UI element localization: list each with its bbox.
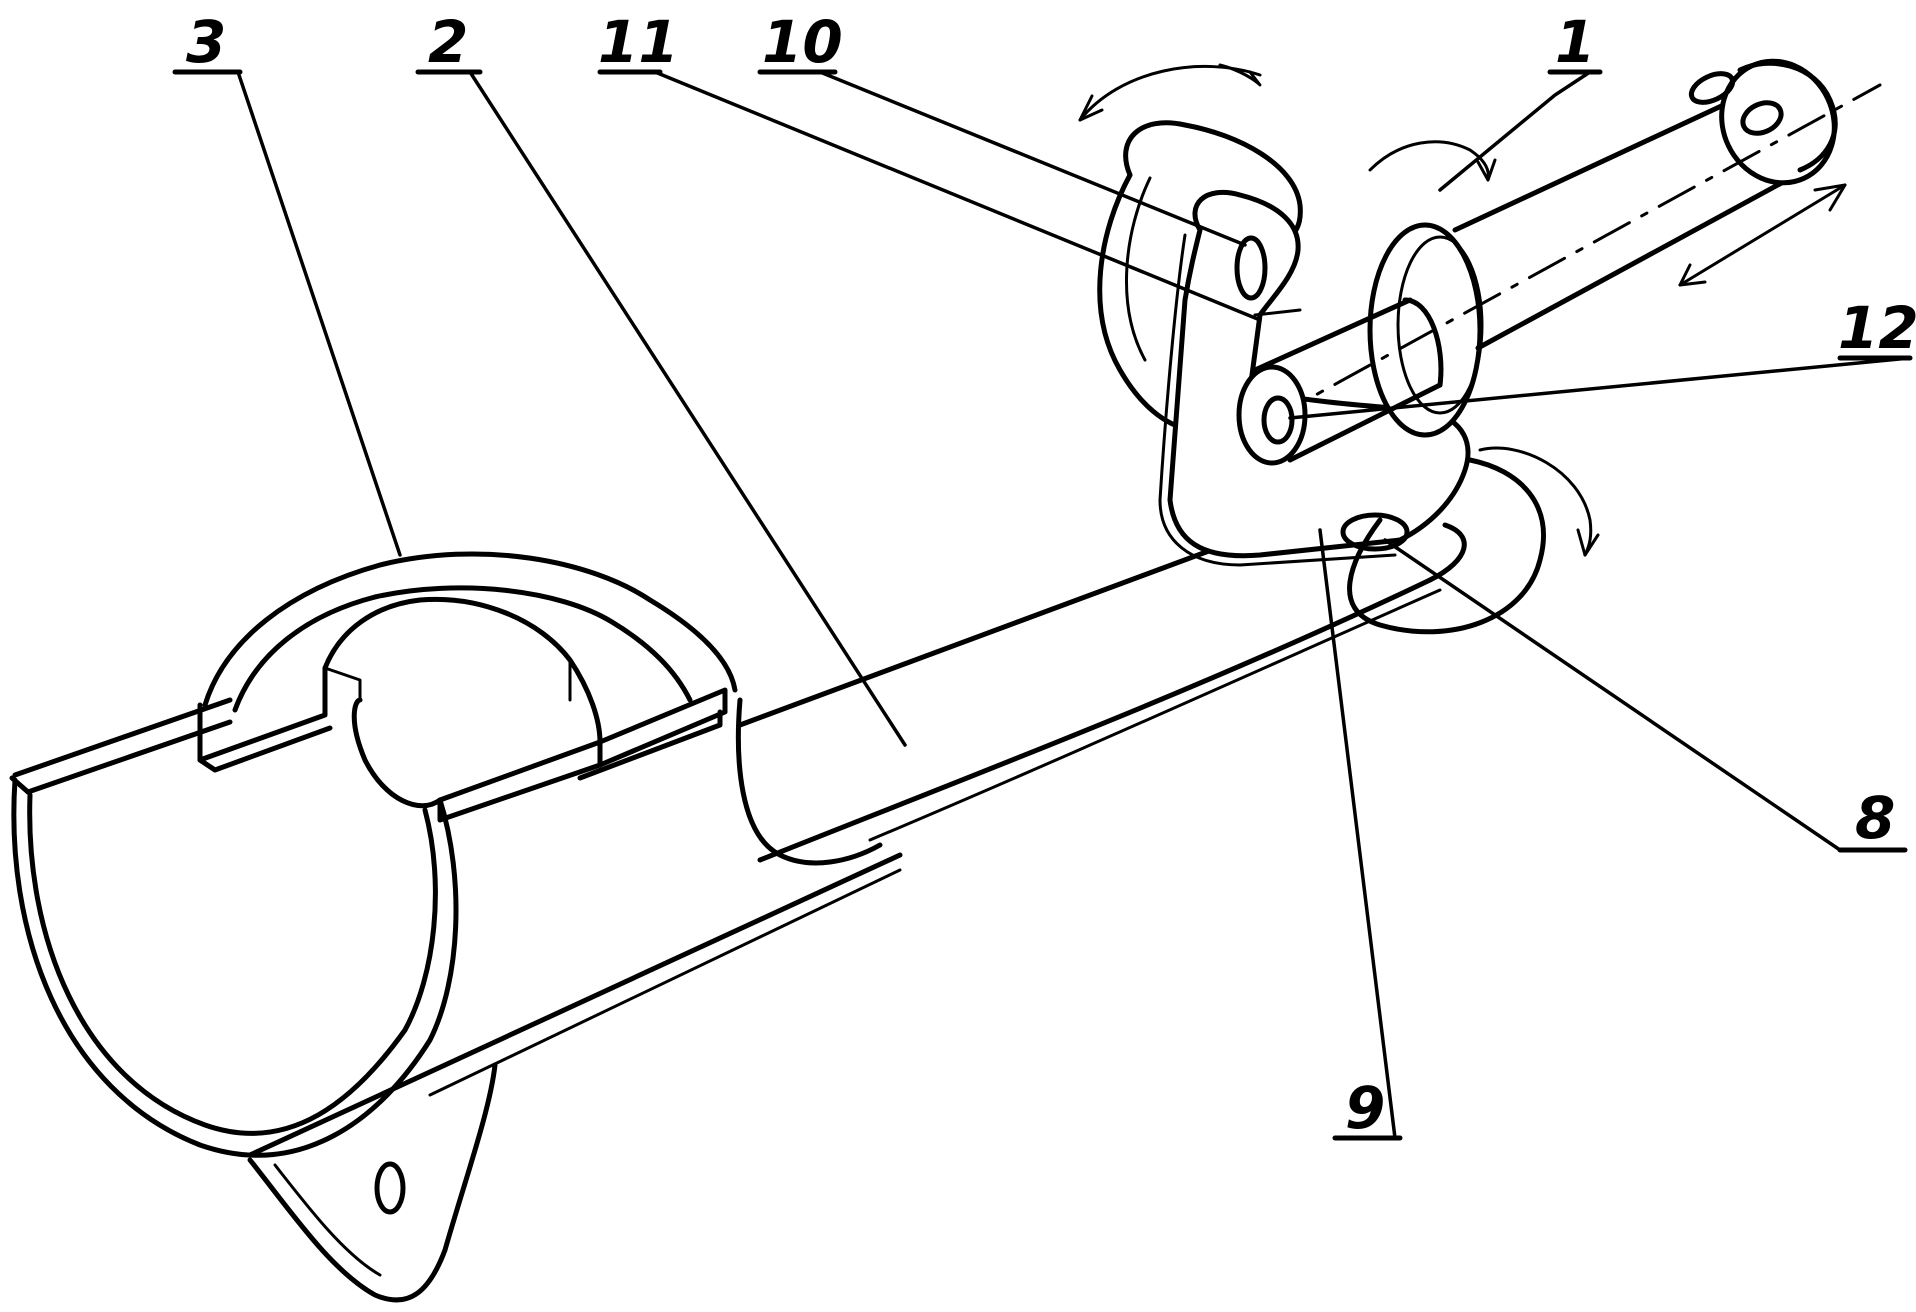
rotation-arrow-middle bbox=[1368, 140, 1490, 182]
callout-2: 2 bbox=[428, 8, 468, 76]
callout-11: 11 bbox=[598, 8, 679, 76]
motion-arrows bbox=[1078, 63, 1847, 557]
axial-arrow bbox=[1678, 183, 1847, 287]
callout-12: 12 bbox=[1838, 294, 1916, 362]
upper-hole bbox=[1234, 235, 1268, 301]
rotation-arrow-top bbox=[1078, 64, 1262, 122]
callout-labels: 3 2 11 10 1 12 8 9 bbox=[186, 8, 1916, 1142]
trough-shell bbox=[9, 665, 903, 1158]
lower-lug bbox=[247, 1062, 498, 1303]
callout-3: 3 bbox=[186, 8, 226, 76]
shaft-part-1 bbox=[1236, 58, 1882, 466]
callout-underlines bbox=[172, 69, 1913, 1141]
clamp-strap-part-3 bbox=[202, 551, 738, 809]
callout-9: 9 bbox=[1345, 1074, 1385, 1142]
rotation-arrow-right bbox=[1478, 446, 1593, 557]
lower-hole-part-8 bbox=[1340, 512, 1410, 552]
callout-10: 10 bbox=[762, 8, 843, 76]
leader-lines bbox=[236, 70, 1912, 1140]
callout-1: 1 bbox=[1555, 8, 1595, 76]
lug-hole bbox=[374, 1161, 406, 1215]
callout-8: 8 bbox=[1855, 784, 1895, 852]
